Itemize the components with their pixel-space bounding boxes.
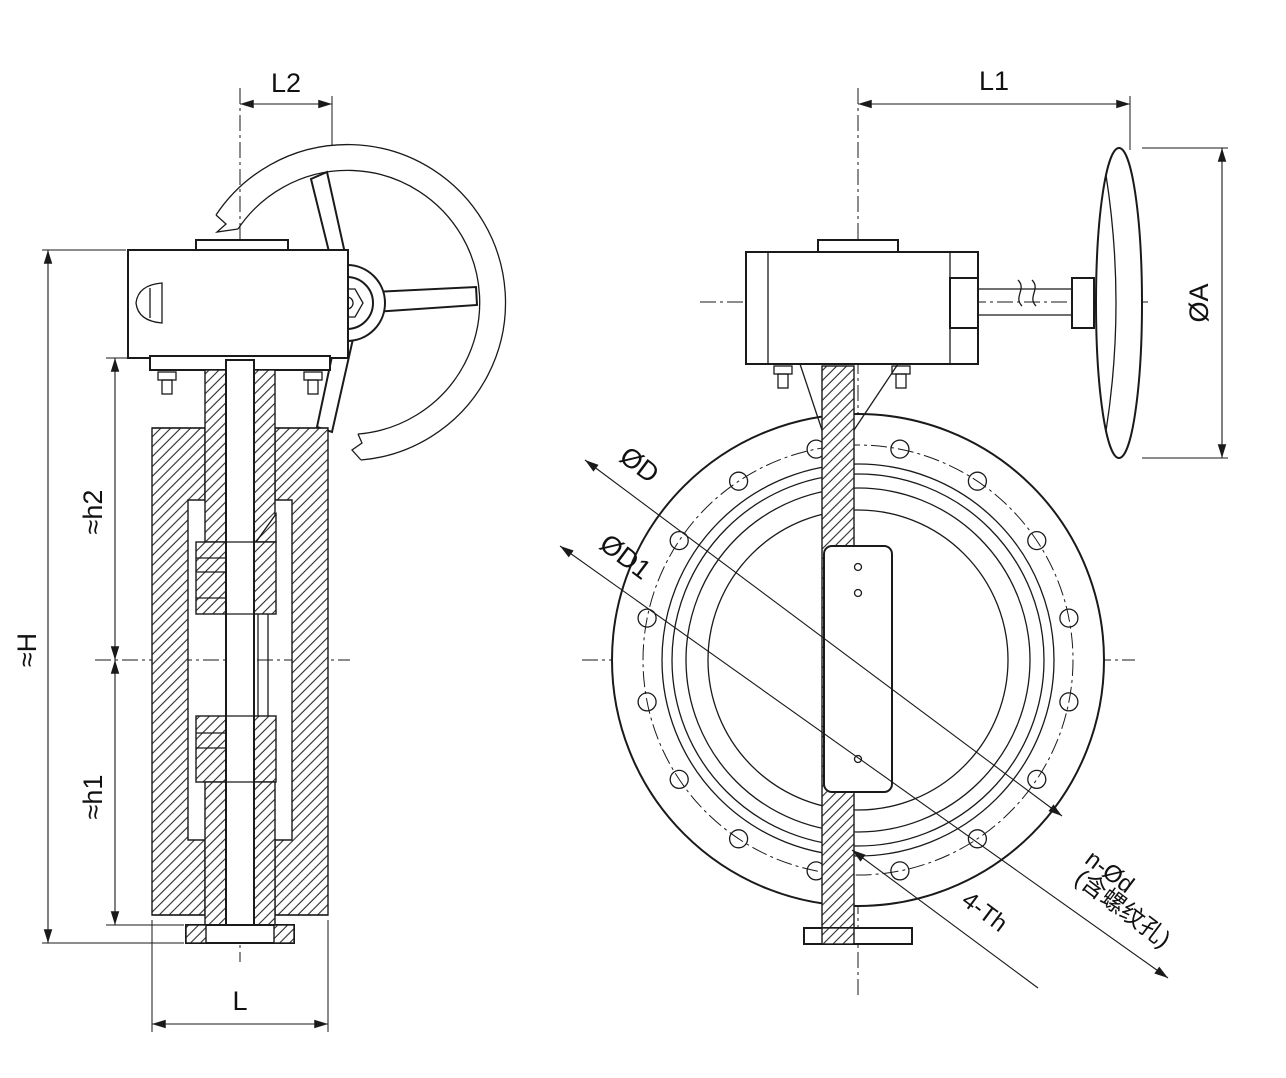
dimension-h: ≈H: [12, 249, 184, 944]
bottom-cap-hatch-right: [273, 924, 295, 944]
dim-label-l2: L2: [271, 68, 301, 98]
gearbox-bolt-stem: [777, 373, 789, 389]
bottom-cap-hatch-left: [185, 924, 207, 944]
handwheel-rim-edge: [1095, 147, 1143, 459]
handwheel-break-top: [214, 214, 239, 233]
shaft-break-line: [1017, 279, 1023, 307]
dim-label-od: ØD: [614, 441, 664, 489]
wheel-hub-front: [1071, 277, 1095, 329]
flange-slab-right: [274, 427, 329, 916]
mount-bolt-left-head: [157, 371, 177, 381]
gearbox-front: [745, 239, 979, 389]
shaft-break-line: [1031, 279, 1037, 307]
stem-foot-hatch: [821, 927, 855, 945]
dim-label-h: ≈H: [12, 633, 42, 667]
bracket-line-right: [853, 363, 899, 431]
handwheel-break-bottom: [351, 433, 363, 461]
dimension-oa: ØA: [1142, 147, 1228, 459]
gearbox-bolt-stem: [895, 373, 907, 389]
dimension-l1: L1: [858, 66, 1131, 150]
worm-shaft-cover: [135, 282, 163, 324]
bracket-line-left: [799, 363, 823, 431]
gearbox-body: [127, 249, 349, 359]
four-th-leader-line: [851, 849, 1039, 989]
lower-column-left: [204, 781, 227, 943]
neck-column-right: [253, 369, 276, 543]
dimension-h1: ≈h1: [78, 660, 184, 926]
od1-dimension-line: [559, 545, 1169, 979]
gearbox-side: [127, 239, 349, 395]
side-view: L2 ≈H ≈h2 ≈h1 L: [12, 68, 507, 1032]
dim-label-h1: ≈h1: [78, 775, 108, 820]
dim-label-oa: ØA: [1184, 283, 1214, 322]
gearbox-top-cap: [195, 239, 289, 251]
gearbox-front-body: [745, 251, 979, 365]
front-view: L1 ØA ØD ØD1 n-Ød (含螺纹孔) 4-Th: [559, 66, 1228, 995]
lower-column-right: [253, 781, 276, 943]
handwheel-inner-rim: [237, 169, 481, 435]
mount-bolt-left-stem: [161, 379, 173, 395]
note-4-th: 4-Th: [957, 886, 1013, 937]
stem-foot: [803, 927, 913, 945]
gearbox-bolt-head: [773, 365, 793, 375]
dimension-l2: L2: [240, 68, 333, 145]
valve-disc: [823, 545, 893, 793]
handwheel-spoke-right: [370, 285, 479, 314]
label-n-od: n-Ød (含螺纹孔): [1070, 845, 1176, 953]
bolt-hole: [890, 439, 910, 459]
dim-label-l: L: [232, 986, 247, 1016]
handwheel-front: [978, 147, 1143, 459]
handwheel-dish-line: [1105, 174, 1117, 432]
mount-bolt-right-head: [303, 371, 323, 381]
neck-column-left: [204, 369, 227, 543]
dim-label-l1: L1: [979, 66, 1009, 96]
handwheel-outer-rim: [215, 143, 507, 461]
valve-body-side: [151, 359, 329, 944]
dim-label-h2: ≈h2: [78, 490, 108, 535]
gearbox-front-cap: [817, 239, 899, 253]
input-housing: [949, 277, 979, 329]
mount-bolt-right-stem: [307, 379, 319, 395]
flange-slab-left: [151, 427, 206, 916]
stem-side: [225, 359, 255, 943]
dimension-l: L: [151, 920, 329, 1032]
dimension-h2: ≈h2: [78, 357, 150, 660]
